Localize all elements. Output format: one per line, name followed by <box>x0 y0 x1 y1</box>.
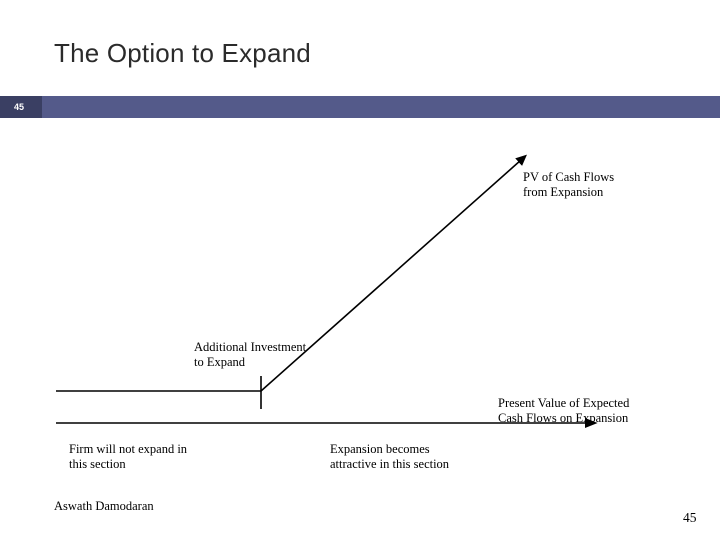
label-firm-will-not-expand: Firm will not expand in this section <box>69 442 188 471</box>
slide-number-badge: 45 <box>14 102 25 112</box>
header-bar <box>0 96 720 118</box>
payoff-rising-segment <box>260 154 527 392</box>
diagram-graphics <box>56 154 598 429</box>
author-credit: Aswath Damodaran <box>54 499 154 513</box>
label-expansion-becomes-attractive: Expansion becomes attractive in this sec… <box>330 442 450 471</box>
option-to-expand-diagram: PV of Cash Flows from Expansion Addition… <box>0 118 720 498</box>
page-title: The Option to Expand <box>54 38 311 68</box>
page-number: 45 <box>683 510 697 525</box>
label-present-value-expected-cash-flows: Present Value of Expected Cash Flows on … <box>498 396 630 425</box>
label-pv-cash-flows-from-expansion: PV of Cash Flows from Expansion <box>523 170 615 199</box>
header-bar-badge <box>0 96 42 118</box>
label-additional-investment-to-expand: Additional Investment to Expand <box>194 340 307 369</box>
